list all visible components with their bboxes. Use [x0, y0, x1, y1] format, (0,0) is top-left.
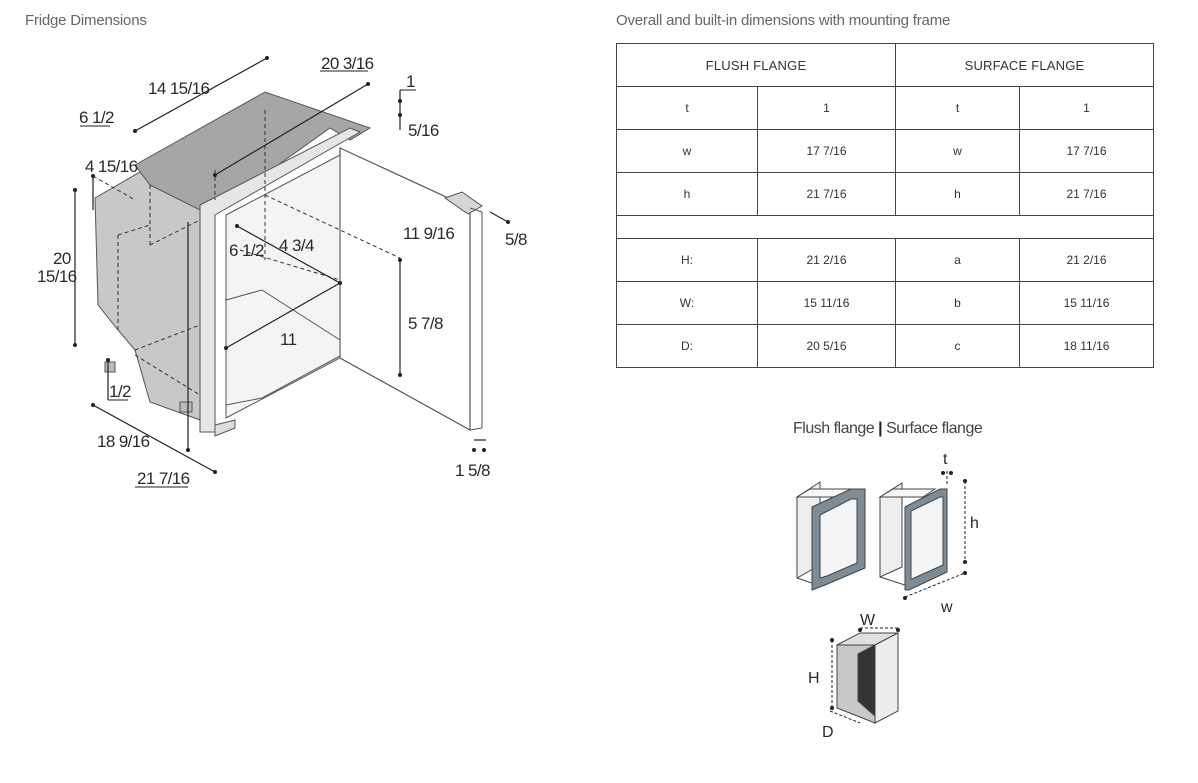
fridge-dimensions-title: Fridge Dimensions	[25, 12, 147, 29]
surface-flange-header: SURFACE FLANGE	[894, 43, 1155, 87]
table-cell: b	[895, 281, 1020, 325]
table-cell: t	[895, 86, 1020, 130]
dim-20: 20	[53, 249, 71, 268]
cutout-label-h: H	[808, 670, 819, 687]
cutout-label-w: W	[860, 612, 876, 629]
table-cell: 1	[1018, 86, 1155, 130]
flange-label-h: h	[970, 515, 978, 532]
flush-flange-drawing	[795, 481, 866, 591]
table-cell: h	[616, 172, 758, 216]
flush-flange-header: FLUSH FLANGE	[616, 43, 896, 87]
table-cell: 20 5/16	[757, 324, 896, 368]
dim-18-9-16: 18 9/16	[97, 432, 150, 451]
fridge-front-frame	[199, 127, 362, 433]
dim-11-9-16: 11 9/16	[403, 224, 454, 243]
cutout-label-d: D	[822, 724, 833, 741]
table-cell: 15 11/16	[757, 281, 896, 325]
flange-label-t: t	[943, 451, 948, 468]
dim-6-1-2-top: 6 1/2	[79, 108, 114, 127]
fridge-top-panel	[134, 91, 372, 211]
dim-5-16: 5/16	[408, 121, 439, 140]
fridge-door	[339, 147, 471, 432]
dim-1-2: 1/2	[109, 382, 131, 401]
table-cell: w	[895, 129, 1020, 173]
dim-15-16: 15/16	[37, 267, 77, 286]
dim-5-8: 5/8	[505, 230, 527, 249]
dim-6-1-2-inner: 6 1/2	[229, 241, 264, 260]
dim-5-7-8: 5 7/8	[408, 314, 443, 333]
table-row: h 21 7/16 h 21 7/16	[616, 172, 1155, 216]
cutout-illustration: W H D	[808, 612, 900, 741]
dim-1-5-8: 1 5/8	[455, 461, 490, 480]
dimensions-table: FLUSH FLANGE SURFACE FLANGE t 1 t 1 w 17…	[615, 43, 1155, 368]
table-cell: W:	[616, 281, 758, 325]
table-cell: 21 2/16	[757, 238, 896, 282]
table-cell: D:	[616, 324, 758, 368]
table-cell: c	[895, 324, 1020, 368]
table-cell: 1	[757, 86, 896, 130]
table-row: D: 20 5/16 c 18 11/16	[616, 324, 1155, 368]
table-cell: h	[895, 172, 1020, 216]
flange-illustration: t h w	[795, 451, 979, 616]
dim-4-15-16: 4 15/16	[85, 157, 138, 176]
table-header-row: FLUSH FLANGE SURFACE FLANGE	[616, 43, 1155, 87]
table-cell: 17 7/16	[757, 129, 896, 173]
table-spacer-cell	[615, 215, 1155, 239]
dim-1: 1	[406, 72, 415, 91]
table-cell: H:	[616, 238, 758, 282]
overall-dimensions-title: Overall and built-in dimensions with mou…	[616, 12, 951, 29]
legend-surface-label: Surface flange	[886, 420, 983, 437]
fridge-interior	[225, 154, 341, 419]
table-spacer-row	[615, 215, 1155, 239]
table-cell: 15 11/16	[1018, 281, 1155, 325]
table-cell: 21 7/16	[1018, 172, 1155, 216]
table-row: H: 21 2/16 a 21 2/16	[616, 238, 1155, 282]
table-row: w 17 7/16 w 17 7/16	[616, 129, 1155, 173]
fridge-diagram: 20 3/16 14 15/16 6 1/2 1 5/16 4 15/16 20…	[37, 54, 528, 488]
dim-11: 11	[280, 330, 297, 349]
table-cell: 21 7/16	[757, 172, 896, 216]
table-cell: a	[895, 238, 1020, 282]
surface-flange-drawing	[878, 482, 948, 591]
dim-20-3-16: 20 3/16	[321, 54, 374, 73]
dim-14-15-16: 14 15/16	[148, 79, 210, 98]
table-cell: w	[616, 129, 758, 173]
table-cell: 18 11/16	[1018, 324, 1155, 368]
flange-legend: Flush flange | Surface flange	[793, 420, 983, 438]
table-row: t 1 t 1	[616, 86, 1155, 130]
legend-flush-label: Flush flange	[793, 420, 875, 437]
legend-separator: |	[878, 420, 883, 437]
table-cell: t	[616, 86, 758, 130]
table-cell: 21 2/16	[1018, 238, 1155, 282]
table-row: W: 15 11/16 b 15 11/16	[616, 281, 1155, 325]
flange-label-w: w	[940, 599, 953, 616]
dim-4-3-4: 4 3/4	[279, 236, 314, 255]
table-cell: 17 7/16	[1018, 129, 1155, 173]
dim-21-7-16: 21 7/16	[137, 469, 190, 488]
